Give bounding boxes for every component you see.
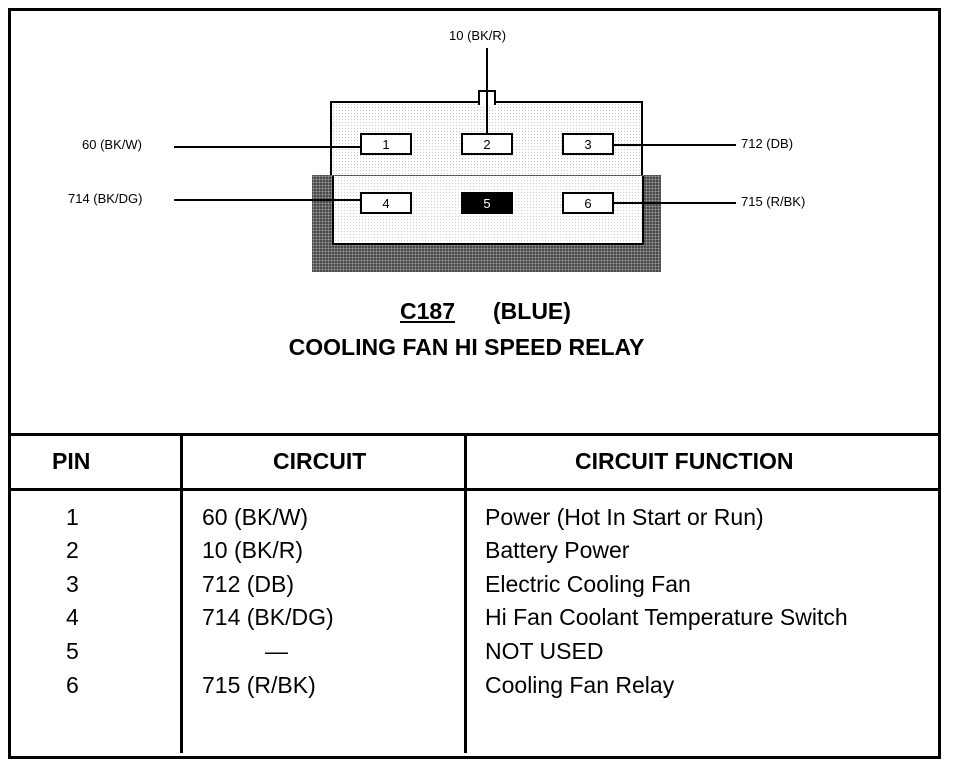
pin-3: 3 xyxy=(562,133,614,155)
wire-label-left-lower: 714 (BK/DG) xyxy=(68,191,143,206)
row-2-circuit: 10 (BK/R) xyxy=(202,537,303,563)
connector-color: (BLUE) xyxy=(493,298,571,324)
header-circuit-function: CIRCUIT FUNCTION xyxy=(575,448,794,474)
wire-label-right-upper: 712 (DB) xyxy=(741,136,794,151)
wire-right-upper xyxy=(612,144,736,146)
wire-left-upper xyxy=(174,146,362,148)
row-5-circuit: — xyxy=(265,638,288,664)
row-3-function: Electric Cooling Fan xyxy=(485,571,691,597)
row-6-pin: 6 xyxy=(66,672,79,698)
table-top-rule xyxy=(8,433,941,436)
pin-1: 1 xyxy=(360,133,412,155)
diagram-frame xyxy=(8,8,941,759)
column-divider xyxy=(464,433,467,753)
wire-top xyxy=(486,48,488,134)
row-2-function: Battery Power xyxy=(485,537,630,563)
row-5-pin: 5 xyxy=(66,638,79,664)
row-1-pin: 1 xyxy=(66,504,79,530)
row-1-circuit: 60 (BK/W) xyxy=(202,504,309,530)
header-circuit: CIRCUIT xyxy=(273,448,367,474)
table-header-rule xyxy=(8,488,941,491)
row-3-circuit: 712 (DB) xyxy=(202,571,295,597)
wire-label-top: 10 (BK/R) xyxy=(449,28,507,43)
row-4-circuit: 714 (BK/DG) xyxy=(202,604,334,630)
connector-name: COOLING FAN HI SPEED RELAY xyxy=(288,334,645,360)
wire-label-left-upper: 60 (BK/W) xyxy=(82,137,142,152)
pin-5-unused: 5 xyxy=(461,192,513,214)
wire-label-right-lower: 715 (R/BK) xyxy=(741,194,806,209)
pin-2: 2 xyxy=(461,133,513,155)
connector-id: C187 xyxy=(400,298,455,324)
row-6-function: Cooling Fan Relay xyxy=(485,672,675,698)
pin-6: 6 xyxy=(562,192,614,214)
row-6-circuit: 715 (R/BK) xyxy=(202,672,316,698)
row-4-pin: 4 xyxy=(66,604,79,630)
row-2-pin: 2 xyxy=(66,537,79,563)
row-1-function: Power (Hot In Start or Run) xyxy=(485,504,764,530)
row-5-function: NOT USED xyxy=(485,638,604,664)
row-3-pin: 3 xyxy=(66,571,79,597)
header-pin: PIN xyxy=(52,448,91,474)
row-4-function: Hi Fan Coolant Temperature Switch xyxy=(485,604,848,630)
wire-right-lower xyxy=(612,202,736,204)
pin-4: 4 xyxy=(360,192,412,214)
wire-left-lower xyxy=(174,199,362,201)
column-divider xyxy=(180,433,183,753)
